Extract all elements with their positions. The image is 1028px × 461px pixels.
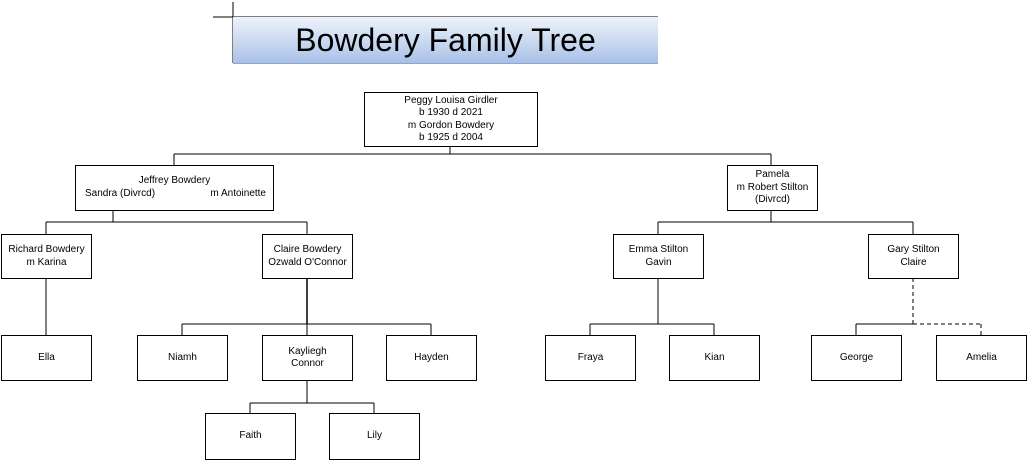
person-name: George	[839, 351, 874, 363]
person-name: Faith	[239, 430, 262, 442]
person-name: Niamh	[168, 351, 197, 363]
person-name: Lily	[366, 430, 382, 442]
person-box-peggy: Peggy Louisa Girdler b 1930 d 2021 m Gor…	[364, 92, 538, 147]
ex-spouse-name: Sandra (Divrcd)	[85, 188, 156, 199]
person-box-hayden: Hayden	[386, 335, 477, 381]
person-box-fraya: Fraya	[545, 335, 636, 381]
person-name: Claire Bowdery	[273, 244, 342, 255]
page-title: Bowdery Family Tree	[295, 22, 596, 58]
spouse-name: m Antoinette	[210, 188, 266, 199]
person-box-kian: Kian	[669, 335, 760, 381]
person-box-kayliegh: Kayliegh Connor	[262, 335, 353, 381]
person-box-niamh: Niamh	[137, 335, 228, 381]
person-name: Ella	[38, 351, 55, 363]
person-box-amelia: Amelia	[936, 335, 1027, 381]
person-box-ella: Ella	[1, 335, 92, 381]
person-box-gary: Gary Stilton Claire	[868, 234, 959, 279]
person-box-pamela: Pamela m Robert Stilton (Divrcd)	[727, 165, 818, 211]
spouse-dates: b 1925 d 2004	[419, 132, 483, 143]
person-name: Peggy Louisa Girdler	[404, 94, 498, 106]
person-box-claire: Claire Bowdery Ozwald O'Connor	[262, 234, 353, 279]
person-name: Pamela	[755, 169, 790, 181]
person-name: Amelia	[966, 351, 997, 363]
person-box-george: George	[811, 335, 902, 381]
person-name: Hayden	[414, 351, 449, 363]
person-box-jeffrey: Jeffrey Bowdery Sandra (Divrcd) m Antoin…	[75, 165, 274, 211]
person-name: Gary Stilton	[887, 244, 940, 255]
person-name: Emma Stilton	[628, 244, 689, 255]
person-name: Kian	[704, 351, 725, 363]
person-name: Fraya	[577, 351, 604, 363]
person-name: Jeffrey Bowdery	[138, 175, 211, 186]
person-name: Richard Bowdery	[8, 244, 85, 255]
person-box-faith: Faith	[205, 413, 296, 460]
spouse-status: (Divrcd)	[755, 194, 790, 206]
title-banner: Bowdery Family Tree	[233, 17, 658, 64]
spouse-name: Connor	[291, 358, 324, 369]
spouse-name: m Karina	[26, 256, 67, 268]
person-dates: b 1930 d 2021	[419, 107, 483, 118]
person-name: Kayliegh	[288, 345, 327, 357]
spouse-name: Claire	[900, 256, 927, 268]
person-box-richard: Richard Bowdery m Karina	[1, 234, 92, 279]
spouse-name: Ozwald O'Connor	[268, 256, 347, 268]
spouse-name: m Robert Stilton	[736, 181, 809, 193]
spouse-name: m Gordon Bowdery	[407, 119, 495, 131]
person-box-lily: Lily	[329, 413, 420, 460]
person-box-emma: Emma Stilton Gavin	[613, 234, 704, 279]
spouse-name: Gavin	[645, 256, 672, 268]
